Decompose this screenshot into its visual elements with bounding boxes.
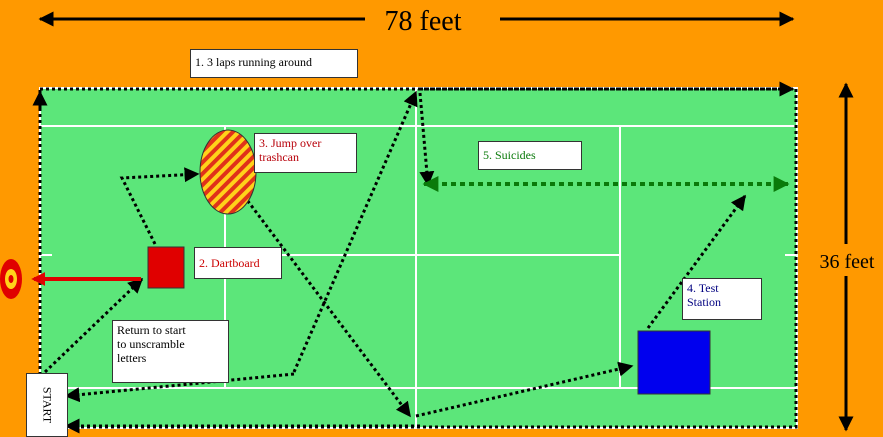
dartboard-label: 2. Dartboard [194, 247, 282, 279]
return-note: Return to start to unscramble letters [112, 320, 229, 383]
return-note-line1: Return to start [117, 323, 186, 337]
jump-label: 3. Jump over trashcan [254, 133, 357, 173]
test-station [637, 330, 711, 395]
suicides-label: 5. Suicides [478, 141, 582, 170]
dartboard-station [147, 246, 185, 289]
start-label: START [40, 386, 55, 424]
test-label-line1: 4. Test [687, 281, 719, 295]
station-path [43, 90, 747, 418]
return-note-line2: to unscramble [117, 337, 185, 351]
jump-label-line2: trashcan [259, 150, 299, 164]
return-note-line3: letters [117, 351, 147, 365]
start-box: START [26, 373, 68, 437]
trashcan-icon [199, 129, 257, 215]
laps-label: 1. 3 laps running around [190, 49, 358, 78]
width-label: 36 feet [820, 251, 875, 273]
dartboard-target-icon [0, 259, 22, 299]
test-station-label: 4. Test Station [682, 278, 762, 320]
length-label: 78 feet [385, 6, 462, 37]
jump-label-line1: 3. Jump over [259, 136, 322, 150]
test-label-line2: Station [687, 295, 722, 309]
